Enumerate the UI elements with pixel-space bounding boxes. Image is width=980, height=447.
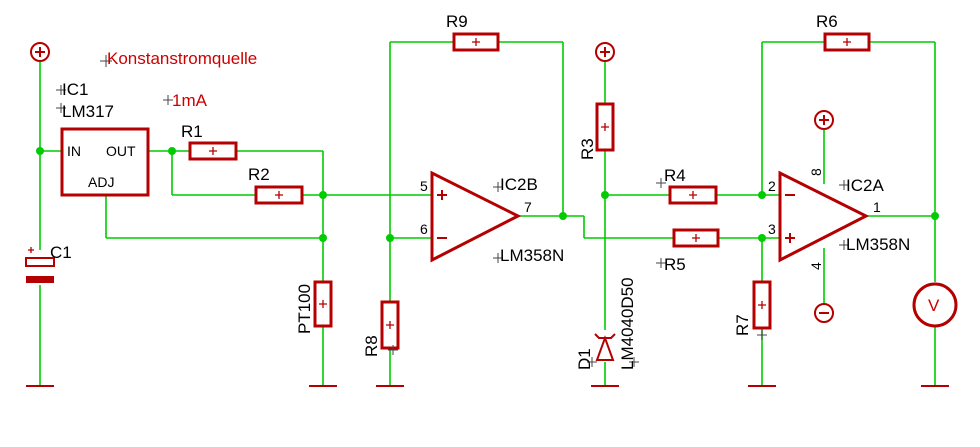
ic2a-pin8: 8	[808, 168, 824, 176]
resistor-r5	[672, 228, 720, 248]
r6-label: R6	[816, 12, 838, 31]
lm317-pin-in: IN	[67, 143, 81, 159]
resistor-origin-marks	[209, 38, 851, 329]
ic2b-pin6: 6	[420, 221, 428, 237]
ic2b-pin7: 7	[524, 199, 532, 215]
voltmeter-label: V	[928, 296, 940, 315]
c1-label: C1	[50, 243, 72, 262]
plus-supply-symbol-ref	[595, 42, 615, 62]
d1-label: D1	[575, 348, 594, 370]
r3-label: R3	[578, 138, 597, 160]
opamp-ic2b	[430, 170, 522, 263]
ic2b-name: IC2B	[500, 175, 538, 194]
current-label: 1mA	[172, 91, 208, 110]
ic2b-pin5: 5	[420, 178, 428, 194]
lm317-pin-adj: ADJ	[88, 174, 114, 190]
plus-supply-symbol-opamp	[814, 110, 834, 130]
origin-crosses	[56, 55, 849, 367]
lm317-pin-out: OUT	[106, 143, 136, 159]
resistor-r1	[188, 141, 238, 161]
r2-label: R2	[248, 165, 270, 184]
ic2a-pin3: 3	[768, 221, 776, 237]
resistor-r6	[823, 32, 871, 52]
resistor-r2	[254, 185, 304, 205]
ic2a-pin4: 4	[808, 262, 824, 270]
r7-label: R7	[733, 314, 752, 336]
resistor-r8	[380, 300, 400, 350]
opamp-ic2a	[778, 170, 870, 263]
lm4040-label: LM4040D50	[618, 277, 637, 370]
ic2a-name: IC2A	[846, 176, 884, 195]
zener-diode-d1	[594, 333, 616, 361]
minus-supply-symbol-opamp	[814, 303, 834, 323]
lm317-regulator-body	[60, 127, 150, 197]
r8-label: R8	[362, 335, 381, 357]
ic2b-value: LM358N	[500, 246, 564, 265]
capacitor-c1	[25, 247, 55, 283]
r5-label: R5	[664, 255, 686, 274]
voltmeter-symbol	[912, 282, 958, 328]
ic2a-pin2: 2	[768, 178, 776, 194]
resistor-r9	[452, 32, 500, 52]
ic1-name: IC1	[62, 80, 88, 99]
wires	[39, 41, 936, 385]
ic1-value: LM317	[62, 102, 114, 121]
plus-supply-symbol-left	[30, 42, 50, 62]
resistor-pt100	[313, 280, 333, 328]
resistor-r7	[752, 280, 772, 330]
ic2a-pin1: 1	[873, 199, 881, 215]
r1-label: R1	[181, 122, 203, 141]
pt100-label: PT100	[295, 284, 314, 334]
ic2a-value: LM358N	[846, 235, 910, 254]
resistor-r3	[595, 102, 615, 152]
r4-label: R4	[664, 166, 686, 185]
r9-label: R9	[446, 12, 468, 31]
junction-dots	[36, 147, 939, 242]
resistor-r4	[668, 185, 718, 205]
title-label: Konstanstromquelle	[107, 49, 257, 68]
